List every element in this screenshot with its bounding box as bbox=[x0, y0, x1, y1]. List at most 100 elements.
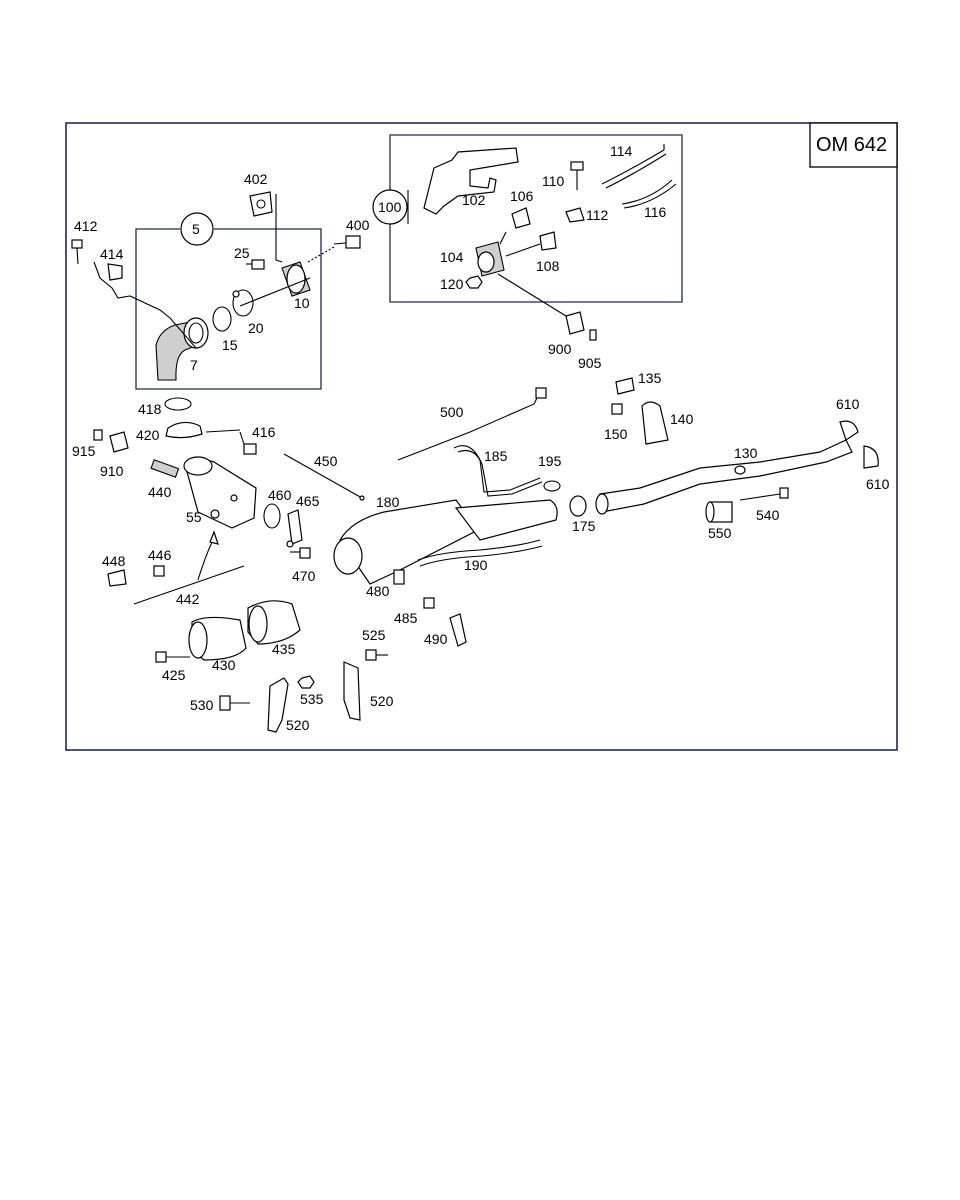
ring-460 bbox=[263, 503, 281, 529]
label-540: 540 bbox=[756, 507, 780, 523]
label-25: 25 bbox=[234, 245, 250, 261]
label-915: 915 bbox=[72, 443, 96, 459]
exhaust-elbow-7 bbox=[155, 317, 209, 381]
stud-400 bbox=[307, 235, 361, 263]
label-102: 102 bbox=[462, 192, 486, 208]
label-195: 195 bbox=[538, 453, 562, 469]
label-10: 10 bbox=[294, 295, 310, 311]
hose-116 bbox=[621, 179, 677, 209]
label-112: 112 bbox=[586, 207, 609, 223]
label-490: 490 bbox=[424, 631, 448, 647]
sensor-line-450 bbox=[283, 453, 365, 501]
label-114: 114 bbox=[610, 143, 633, 159]
hose-114 bbox=[601, 144, 667, 189]
sensor-900 bbox=[565, 311, 585, 335]
part-labels: 7 10 15 20 25 55 102 104 106 108 110 112… bbox=[72, 143, 890, 733]
bolt-530 bbox=[219, 695, 250, 711]
bracket-490 bbox=[449, 613, 467, 647]
label-440: 440 bbox=[148, 484, 172, 500]
bolt-416 bbox=[239, 431, 257, 455]
label-7: 7 bbox=[190, 357, 198, 373]
bolt-25 bbox=[246, 259, 265, 270]
bolt-485 bbox=[423, 597, 435, 609]
tip-610-lower bbox=[863, 445, 879, 469]
label-610-b: 610 bbox=[866, 476, 890, 492]
shield-435 bbox=[247, 600, 301, 645]
label-104: 104 bbox=[440, 249, 464, 265]
label-412: 412 bbox=[74, 218, 98, 234]
cap-915 bbox=[93, 429, 103, 441]
diagram-frame bbox=[65, 122, 898, 751]
bolt-540 bbox=[739, 487, 789, 501]
label-520-a: 520 bbox=[286, 717, 310, 733]
label-135: 135 bbox=[638, 370, 662, 386]
label-425: 425 bbox=[162, 667, 186, 683]
bolt-446 bbox=[153, 565, 165, 577]
bolt-425 bbox=[155, 651, 190, 663]
label-480: 480 bbox=[366, 583, 390, 599]
label-900: 900 bbox=[548, 341, 572, 357]
label-435: 435 bbox=[272, 641, 296, 657]
label-20: 20 bbox=[248, 320, 264, 336]
label-110: 110 bbox=[542, 173, 565, 189]
bolt-525 bbox=[365, 649, 388, 661]
group-5-callout: 5 bbox=[192, 221, 200, 237]
label-448: 448 bbox=[102, 553, 126, 569]
label-430: 430 bbox=[212, 657, 236, 673]
label-418: 418 bbox=[138, 401, 162, 417]
label-520-b: 520 bbox=[370, 693, 394, 709]
engine-code-text: OM 642 bbox=[816, 134, 887, 156]
label-442: 442 bbox=[176, 591, 200, 607]
tip-610-upper bbox=[839, 420, 859, 441]
label-610-a: 610 bbox=[836, 396, 860, 412]
nut-535 bbox=[297, 675, 315, 689]
label-465: 465 bbox=[296, 493, 320, 509]
label-416: 416 bbox=[252, 424, 276, 440]
label-420: 420 bbox=[136, 427, 160, 443]
group-100-callout: 100 bbox=[378, 199, 402, 215]
gasket-420 bbox=[165, 421, 203, 439]
gasket-15 bbox=[212, 306, 232, 332]
label-116: 116 bbox=[644, 204, 667, 220]
label-910: 910 bbox=[100, 463, 124, 479]
label-140: 140 bbox=[670, 411, 694, 427]
label-185: 185 bbox=[484, 448, 508, 464]
gasket-418 bbox=[164, 397, 192, 411]
bracket-112 bbox=[565, 207, 585, 223]
engine-code-box: OM 642 bbox=[809, 122, 898, 168]
mount-140 bbox=[641, 401, 669, 445]
pipe-190 bbox=[417, 539, 543, 567]
label-190: 190 bbox=[464, 557, 488, 573]
fitting-905 bbox=[589, 329, 597, 341]
label-485: 485 bbox=[394, 610, 418, 626]
bolt-150 bbox=[611, 403, 623, 415]
label-130: 130 bbox=[734, 445, 758, 461]
clamp-175 bbox=[569, 495, 587, 517]
label-120: 120 bbox=[440, 276, 464, 292]
pipe-130 bbox=[595, 439, 853, 515]
shield-430 bbox=[188, 616, 247, 661]
line-185 bbox=[453, 445, 543, 497]
label-15: 15 bbox=[222, 337, 238, 353]
group-5-frame: 5 bbox=[135, 212, 322, 390]
label-500: 500 bbox=[440, 404, 464, 420]
clamp-465 bbox=[286, 509, 303, 548]
label-550: 550 bbox=[708, 525, 732, 541]
bolt-470 bbox=[290, 547, 311, 559]
label-400: 400 bbox=[346, 217, 370, 233]
clamp-20 bbox=[232, 289, 254, 317]
clamp-195 bbox=[543, 480, 561, 492]
label-525: 525 bbox=[362, 627, 386, 643]
bolt-412 bbox=[71, 239, 83, 265]
label-450: 450 bbox=[314, 453, 338, 469]
label-446: 446 bbox=[148, 547, 172, 563]
clamp-106 bbox=[511, 207, 531, 229]
label-414: 414 bbox=[100, 246, 124, 262]
label-55: 55 bbox=[186, 509, 202, 525]
label-530: 530 bbox=[190, 697, 214, 713]
sensor-910 bbox=[109, 431, 129, 453]
bracket-480 bbox=[393, 569, 405, 585]
label-175: 175 bbox=[572, 518, 596, 534]
sensor-440 bbox=[150, 459, 180, 478]
label-106: 106 bbox=[510, 188, 534, 204]
